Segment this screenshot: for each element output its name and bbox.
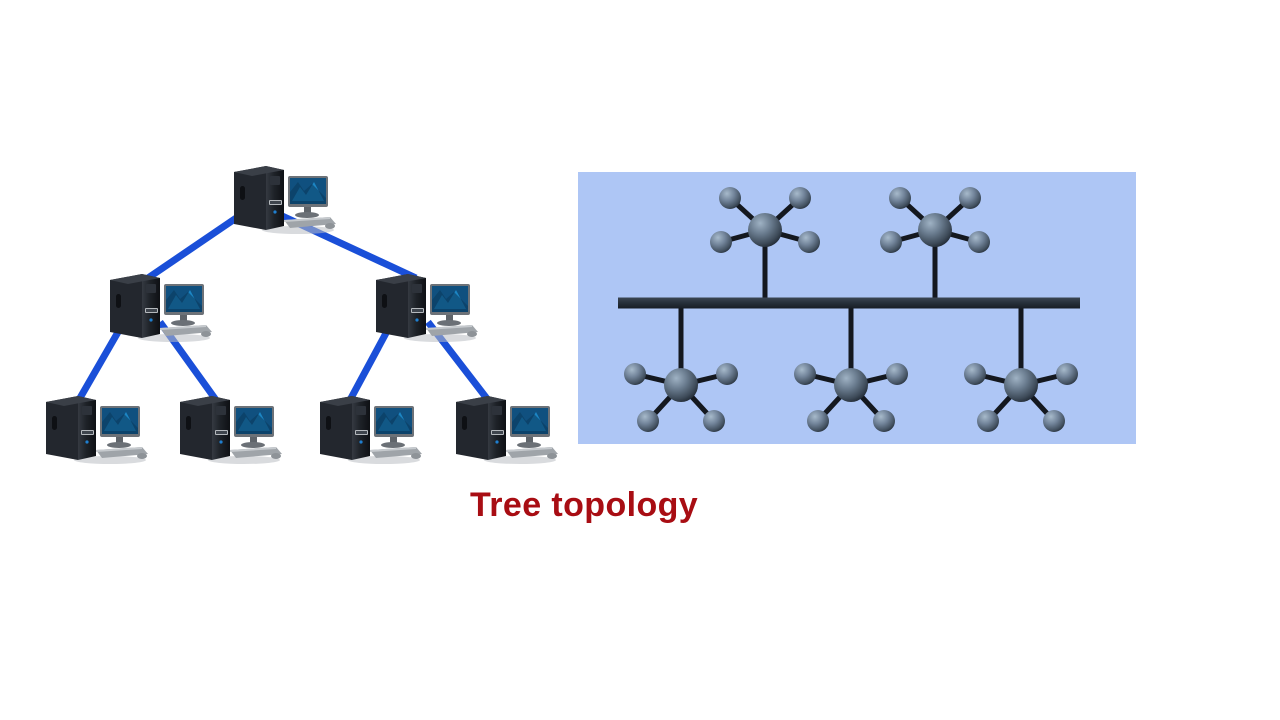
leaf-computer-4	[448, 390, 560, 468]
branch-computer-right	[368, 268, 480, 346]
tree-topology-diagram	[30, 150, 558, 475]
leaf-computer-1	[38, 390, 150, 468]
satellite-node-top-2-node-left	[880, 231, 902, 253]
satellite-node-bottom-1-node-left	[624, 363, 646, 385]
leaf-computer-2	[172, 390, 284, 468]
satellite-node-top-2-node-right	[968, 231, 990, 253]
hub-node-top-1	[748, 213, 782, 247]
satellite-node-top-2-node-upper-left	[889, 187, 911, 209]
satellite-node-bottom-2-node-lower-right	[873, 410, 895, 432]
bus-network-layer	[618, 187, 1080, 432]
hub-node-top-2	[918, 213, 952, 247]
branch-computer-left	[102, 268, 214, 346]
bus-topology-panel	[578, 172, 1136, 444]
satellite-node-bottom-1-node-lower-left	[637, 410, 659, 432]
hub-node-bottom-3	[1004, 368, 1038, 402]
hub-node-bottom-1	[664, 368, 698, 402]
satellite-node-bottom-2-node-lower-left	[807, 410, 829, 432]
page-title: Tree topology	[470, 486, 699, 524]
satellite-node-top-2-node-upper-right	[959, 187, 981, 209]
root-computer	[226, 160, 338, 238]
hub-node-bottom-2	[834, 368, 868, 402]
satellite-node-bottom-3-node-lower-right	[1043, 410, 1065, 432]
satellite-node-bottom-1-node-right	[716, 363, 738, 385]
tree-link-b2-l3	[346, 320, 396, 402]
leaf-computer-3	[312, 390, 424, 468]
tree-link-root-b1	[146, 209, 247, 281]
satellite-node-top-1-node-left	[710, 231, 732, 253]
satellite-node-top-1-node-upper-right	[789, 187, 811, 209]
satellite-node-bottom-1-node-lower-right	[703, 410, 725, 432]
satellite-node-bottom-3-node-left	[964, 363, 986, 385]
bus-backbone	[618, 297, 1080, 309]
satellite-node-bottom-2-node-left	[794, 363, 816, 385]
satellite-node-bottom-2-node-right	[886, 363, 908, 385]
satellite-node-bottom-3-node-right	[1056, 363, 1078, 385]
satellite-node-bottom-3-node-lower-left	[977, 410, 999, 432]
satellite-node-top-1-node-upper-left	[719, 187, 741, 209]
satellite-node-top-1-node-right	[798, 231, 820, 253]
